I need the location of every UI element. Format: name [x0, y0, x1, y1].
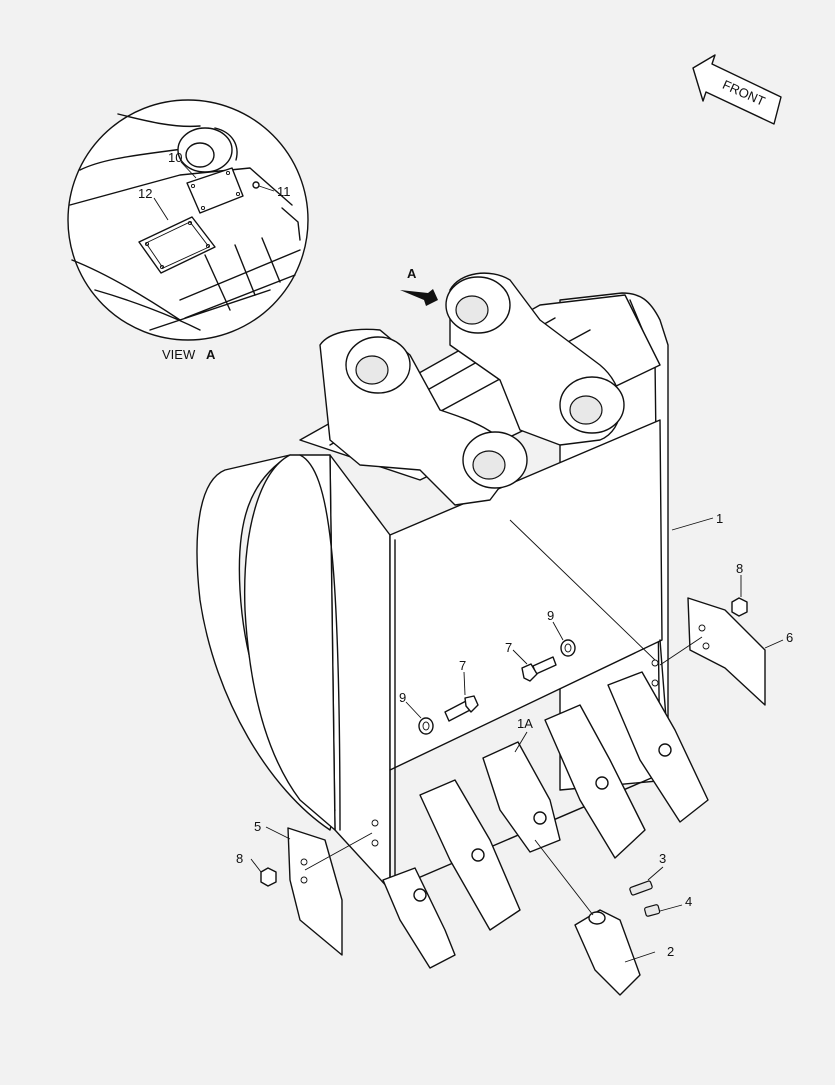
label-part-3: 3 — [659, 851, 666, 866]
side-cutter-part-6 — [659, 597, 766, 706]
bolt-part-7-left — [444, 695, 479, 722]
label-part-11: 11 — [277, 184, 291, 199]
side-cutter-part-5 — [287, 827, 373, 956]
washer-part-9-center — [560, 639, 576, 657]
label-part-1: 1 — [716, 511, 723, 526]
bucket-body — [196, 272, 671, 891]
view-a-arrow-label: A — [407, 266, 417, 281]
label-part-9-center: 9 — [547, 608, 554, 623]
bolt-part-7-center — [521, 656, 557, 682]
view-caption: VIEW — [162, 347, 196, 362]
view-a-detail: 10 12 11 — [67, 99, 309, 341]
label-part-12: 12 — [138, 186, 152, 201]
pin-part-3 — [629, 880, 653, 896]
nut-part-8-left — [260, 867, 277, 887]
label-part-8-right: 8 — [736, 561, 743, 576]
leader-lines — [250, 517, 784, 963]
label-part-9-left: 9 — [399, 690, 406, 705]
label-part-10: 10 — [168, 150, 182, 165]
label-part-7-left: 7 — [459, 658, 466, 673]
label-part-4: 4 — [685, 894, 692, 909]
label-part-2: 2 — [667, 944, 674, 959]
label-part-1a: 1A — [517, 716, 533, 731]
view-caption-letter: A — [206, 347, 216, 362]
bucket-teeth — [382, 671, 709, 969]
front-arrow: FRONT — [692, 54, 782, 125]
view-a-arrow: A — [400, 266, 438, 306]
label-part-8-left: 8 — [236, 851, 243, 866]
nut-part-8-right — [731, 597, 748, 617]
washer-part-9-left — [418, 717, 434, 735]
label-part-7-center: 7 — [505, 640, 512, 655]
lock-part-4 — [644, 904, 661, 917]
label-part-5: 5 — [254, 819, 261, 834]
tooth-part-2 — [534, 839, 641, 996]
label-part-6: 6 — [786, 630, 793, 645]
